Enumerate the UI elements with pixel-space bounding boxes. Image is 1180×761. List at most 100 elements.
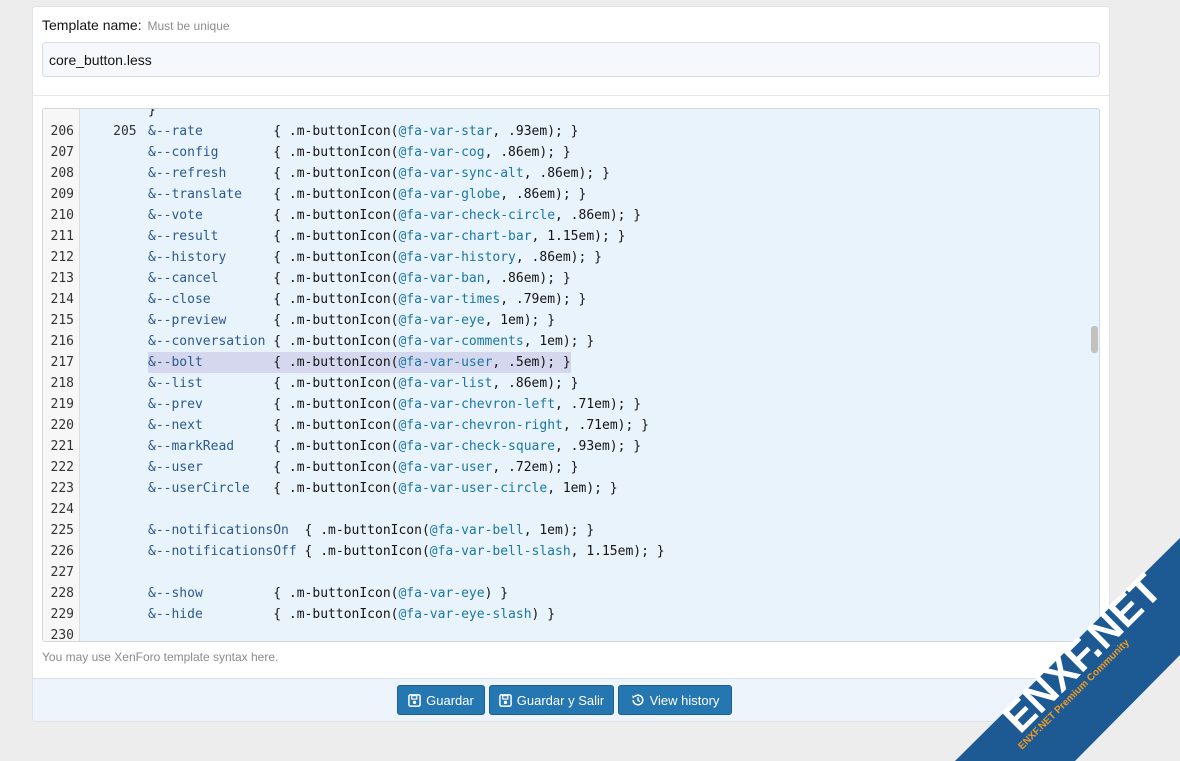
line-number: 207 bbox=[50, 145, 74, 160]
code-call: { .m-buttonIcon( bbox=[273, 124, 399, 139]
code-selector: &--bolt bbox=[148, 355, 203, 370]
code-padding bbox=[218, 271, 273, 286]
code-padding bbox=[203, 607, 273, 622]
code-selector: &--notificationsOff bbox=[148, 544, 297, 559]
code-text: } bbox=[148, 108, 156, 118]
form-footer: Guardar Guardar y Salir View history bbox=[33, 678, 1109, 721]
code-selector: &--translate bbox=[148, 187, 242, 202]
code-call: { .m-buttonIcon( bbox=[273, 334, 399, 349]
code-selector: &--hide bbox=[148, 607, 203, 622]
line-number: 205 bbox=[113, 124, 137, 139]
code-line: 230 bbox=[43, 625, 1099, 642]
code-text: &--preview { .m-buttonIcon(@fa-var-eye, … bbox=[148, 310, 555, 331]
code-padding bbox=[203, 376, 273, 391]
code-args: , .5em); } bbox=[492, 355, 571, 370]
code-args: , .86em); } bbox=[484, 271, 571, 286]
code-padding bbox=[203, 397, 273, 412]
code-args: ) } bbox=[531, 607, 556, 622]
code-variable: @fa-var-user bbox=[398, 460, 493, 475]
code-padding bbox=[242, 187, 273, 202]
code-args: , 1em); } bbox=[523, 334, 595, 349]
code-text: &--bolt { .m-buttonIcon(@fa-var-user, .5… bbox=[148, 352, 571, 373]
template-name-row: Template name: Must be unique bbox=[33, 7, 1109, 96]
template-name-input[interactable] bbox=[42, 42, 1100, 77]
code-call: { .m-buttonIcon( bbox=[273, 250, 399, 265]
code-line: 222&--user { .m-buttonIcon(@fa-var-user,… bbox=[43, 457, 1099, 478]
code-line: 211&--result { .m-buttonIcon(@fa-var-cha… bbox=[43, 226, 1099, 247]
editor-scrollbar-thumb[interactable] bbox=[1091, 326, 1098, 353]
code-call: { .m-buttonIcon( bbox=[273, 418, 399, 433]
line-number: 230 bbox=[50, 628, 74, 642]
code-call: { .m-buttonIcon( bbox=[273, 355, 399, 370]
code-variable: @fa-var-comments bbox=[398, 334, 524, 349]
line-number: 221 bbox=[50, 439, 74, 454]
code-variable: @fa-var-history bbox=[398, 250, 516, 265]
code-padding bbox=[297, 544, 305, 559]
code-selector: &--user bbox=[148, 460, 203, 475]
code-line: 214&--close { .m-buttonIcon(@fa-var-time… bbox=[43, 289, 1099, 310]
line-number: 208 bbox=[50, 166, 74, 181]
line-number: 217 bbox=[50, 355, 74, 370]
code-args: , .71em); } bbox=[562, 418, 649, 433]
code-variable: @fa-var-user bbox=[398, 355, 493, 370]
code-lines: 205 } 206&--rate { .m-buttonIcon(@fa-var… bbox=[43, 108, 1099, 642]
code-call: { .m-buttonIcon( bbox=[273, 166, 399, 181]
code-line: 224 bbox=[43, 499, 1099, 520]
code-line: 208&--refresh { .m-buttonIcon(@fa-var-sy… bbox=[43, 163, 1099, 184]
line-number: 218 bbox=[50, 376, 74, 391]
code-selector: &--userCircle bbox=[148, 481, 250, 496]
code-line: 220&--next { .m-buttonIcon(@fa-var-chevr… bbox=[43, 415, 1099, 436]
editor-help-text: You may use XenForo template syntax here… bbox=[42, 650, 279, 664]
code-args: , .86em); } bbox=[515, 250, 602, 265]
code-selector: &--next bbox=[148, 418, 203, 433]
code-text: &--result { .m-buttonIcon(@fa-var-chart-… bbox=[148, 226, 625, 247]
save-and-exit-button[interactable]: Guardar y Salir bbox=[489, 685, 614, 715]
code-line: 206&--rate { .m-buttonIcon(@fa-var-star,… bbox=[43, 121, 1099, 142]
code-variable: @fa-var-user-circle bbox=[398, 481, 548, 496]
save-button[interactable]: Guardar bbox=[397, 685, 485, 715]
code-padding bbox=[203, 418, 273, 433]
line-number: 216 bbox=[50, 334, 74, 349]
code-padding bbox=[203, 355, 273, 370]
line-number: 228 bbox=[50, 586, 74, 601]
save-and-exit-label: Guardar y Salir bbox=[516, 692, 605, 708]
code-padding bbox=[226, 313, 273, 328]
code-call: { .m-buttonIcon( bbox=[273, 313, 399, 328]
line-number: 219 bbox=[50, 397, 74, 412]
code-variable: @fa-var-chart-bar bbox=[398, 229, 532, 244]
code-variable: @fa-var-cog bbox=[398, 145, 485, 160]
code-line: 217 &--bolt { .m-buttonIcon(@fa-var-user,… bbox=[43, 352, 1099, 373]
code-text: &--prev { .m-buttonIcon(@fa-var-chevron-… bbox=[148, 394, 641, 415]
code-padding bbox=[289, 523, 305, 538]
code-call: { .m-buttonIcon( bbox=[273, 460, 399, 475]
code-args: , 1em); } bbox=[484, 313, 556, 328]
code-text: &--next { .m-buttonIcon(@fa-var-chevron-… bbox=[148, 415, 649, 436]
code-variable: @fa-var-globe bbox=[398, 187, 501, 202]
code-args: , .86em); } bbox=[523, 166, 610, 181]
code-call: { .m-buttonIcon( bbox=[304, 544, 430, 559]
code-call: { .m-buttonIcon( bbox=[273, 271, 399, 286]
code-text: &--translate { .m-buttonIcon(@fa-var-glo… bbox=[148, 184, 586, 205]
template-name-label-text: Template name: bbox=[42, 17, 142, 33]
code-padding bbox=[226, 250, 273, 265]
code-text: &--cancel { .m-buttonIcon(@fa-var-ban, .… bbox=[148, 268, 571, 289]
code-padding bbox=[203, 586, 273, 601]
code-text: &--notificationsOff { .m-buttonIcon(@fa-… bbox=[148, 541, 665, 562]
view-history-button[interactable]: View history bbox=[618, 685, 732, 715]
code-call: { .m-buttonIcon( bbox=[273, 187, 399, 202]
line-number: 226 bbox=[50, 544, 74, 559]
code-line: 229&--hide { .m-buttonIcon(@fa-var-eye-s… bbox=[43, 604, 1099, 625]
code-text: &--list { .m-buttonIcon(@fa-var-list, .8… bbox=[148, 373, 579, 394]
code-args: , .79em); } bbox=[500, 292, 587, 307]
history-icon bbox=[631, 694, 644, 706]
code-padding bbox=[203, 124, 273, 139]
code-text: &--close { .m-buttonIcon(@fa-var-times, … bbox=[148, 289, 586, 310]
code-variable: @fa-var-bell-slash bbox=[429, 544, 571, 559]
code-line: 212&--history { .m-buttonIcon(@fa-var-hi… bbox=[43, 247, 1099, 268]
code-args: , 1em); } bbox=[523, 523, 595, 538]
save-button-label: Guardar bbox=[426, 692, 474, 708]
code-padding bbox=[250, 481, 273, 496]
code-selector: &--history bbox=[148, 250, 227, 265]
code-editor[interactable]: 205 } 206&--rate { .m-buttonIcon(@fa-var… bbox=[42, 108, 1100, 642]
code-line: 209&--translate { .m-buttonIcon(@fa-var-… bbox=[43, 184, 1099, 205]
